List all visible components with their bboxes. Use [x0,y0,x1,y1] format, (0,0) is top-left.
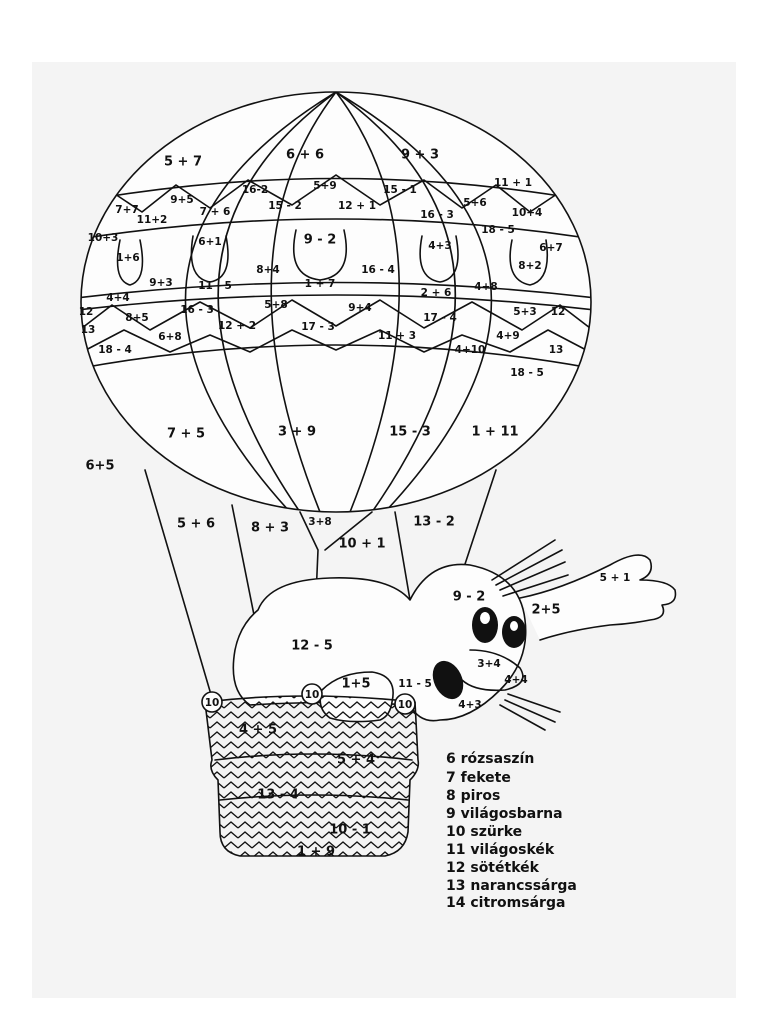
balloon-row2-label: 11+2 [137,214,168,226]
balloon-row5-label: 17 - 3 [301,321,335,333]
balloon-band-label: 9 - 2 [304,233,337,248]
balloon-row5-label: 6+8 [158,331,181,343]
mole-label: 12 - 5 [291,639,333,654]
balloon-edge-label: 13 [549,344,564,356]
balloon-lower-label: 7 + 5 [167,427,205,442]
basket-label: 1 + 9 [297,845,335,860]
balloon-top-label: 6 + 6 [286,148,324,163]
balloon-top-label: 9 + 3 [401,148,439,163]
balloon-top-label: 5 + 7 [164,155,202,170]
balloon-band-label: 8+2 [518,260,541,272]
balloon-row2-label: 16 - 3 [420,209,454,221]
balloon-row3-label: 1 + 7 [305,278,336,290]
balloon-row4-label: 17 - 4 [423,312,457,324]
coloring-sheet: 5 + 7 6 + 6 9 + 3 11 + 1 7+7 9+5 16-2 5+… [32,62,736,998]
rim-label: 10 [205,697,220,709]
rope-label: 3+8 [308,516,331,528]
balloon-row4-label: 5+8 [264,299,287,311]
basket-label: 5 + 4 [337,753,375,768]
mole-label: 3+4 [477,658,500,670]
balloon-row3-label: 4+4 [106,292,129,304]
balloon-drawing: 5 + 7 6 + 6 9 + 3 11 + 1 7+7 9+5 16-2 5+… [79,91,677,911]
balloon-lower-label: 15 - 3 [389,425,431,440]
balloon-row3-label: 11 - 5 [198,280,232,292]
rim-label: 10 [398,699,413,711]
balloon-band-label: 6+1 [198,236,221,248]
balloon-lower-label: 3 + 9 [278,425,316,440]
basket-label: 4 + 5 [239,723,277,738]
balloon-row1-label: 7+7 [115,204,138,216]
balloon-row3-label: 9+3 [149,277,172,289]
legend-item: 7 fekete [446,770,511,786]
balloon-band-label: 4+8 [474,281,497,293]
legend-item: 14 citromsárga [446,895,565,911]
balloon-band-label: 6+7 [539,242,562,254]
balloon-lower-label: 1 + 11 [471,425,518,440]
mole-label: 1+5 [342,677,371,692]
balloon-band-label: 4+3 [428,240,451,252]
balloon-row4-label: 9+4 [348,302,371,314]
balloon-row5-label: 8+5 [125,312,148,324]
balloon-row5-label: 12 + 2 [218,320,256,332]
balloon-band-label: 16 - 4 [361,264,395,276]
legend-item: 6 rózsaszín [446,751,534,767]
balloon-row2-label: 12 + 1 [338,200,376,212]
rope-label: 8 + 3 [251,521,289,536]
mole-mouth [432,660,464,700]
mole-eye-left [472,607,498,643]
basket-label: 10 - 1 [329,823,371,838]
balloon-row2-label: 15 - 2 [268,200,302,212]
balloon-edge-label: 13 [81,324,96,336]
mole-label: 5 + 1 [600,572,631,584]
mole-label: 11 - 5 [398,678,432,690]
rope-label: 10 + 1 [338,537,385,552]
balloon-edge-label: 12 [79,306,94,318]
balloon-row2-label: 7 + 6 [200,206,231,218]
balloon-row6-label: 18 - 4 [98,344,132,356]
legend-item: 12 sötétkék [446,860,540,876]
balloon-row1-label: 15 - 1 [383,184,417,196]
mole-label: 4+3 [458,699,481,711]
legend-item: 13 narancssárga [446,878,577,894]
legend-item: 10 szürke [446,824,522,840]
outside-label: 6+5 [86,459,115,474]
legend-item: 8 piros [446,788,500,804]
rope-label: 13 - 2 [413,515,455,530]
balloon-rim-label: 11 + 1 [494,177,532,189]
balloon-row1-label: 5+9 [313,180,336,192]
balloon-edge-label: 12 [551,306,566,318]
mole-eye-right [502,616,526,648]
balloon-row6-label: 18 - 5 [510,367,544,379]
balloon-row4-label: 16 - 3 [180,304,214,316]
legend-item: 9 világosbarna [446,806,563,822]
balloon-row1-label: 9+5 [170,194,193,206]
color-legend: 6 rózsaszín 7 fekete 8 piros 9 világosba… [446,751,577,911]
balloon-row5-label: 11 + 3 [378,330,416,342]
balloon-band-label: 1+6 [116,252,139,264]
balloon-row3-label: 2 + 6 [421,287,452,299]
basket [204,695,420,857]
mole-label: 9 - 2 [453,590,486,605]
balloon-row4-label: 5+3 [513,306,536,318]
balloon-row1-label: 16-2 [242,184,268,196]
mole-arm [519,554,677,641]
balloon-row2-label: 18 - 5 [481,224,515,236]
rim-label: 10 [305,689,320,701]
balloon-row1-label: 5+6 [463,197,486,209]
balloon-row6-label: 4+10 [455,344,486,356]
rope-label: 5 + 6 [177,517,215,532]
balloon-band-label: 10+3 [88,232,119,244]
basket-label: 13 - 4 [257,788,299,803]
legend-item: 11 világoskék [446,842,555,858]
mole-label: 2+5 [532,603,561,618]
mole-label: 4+4 [504,674,527,686]
balloon-row2-label: 10+4 [512,207,543,219]
balloon-row5-label: 4+9 [496,330,519,342]
balloon-band-label: 8+4 [256,264,279,276]
